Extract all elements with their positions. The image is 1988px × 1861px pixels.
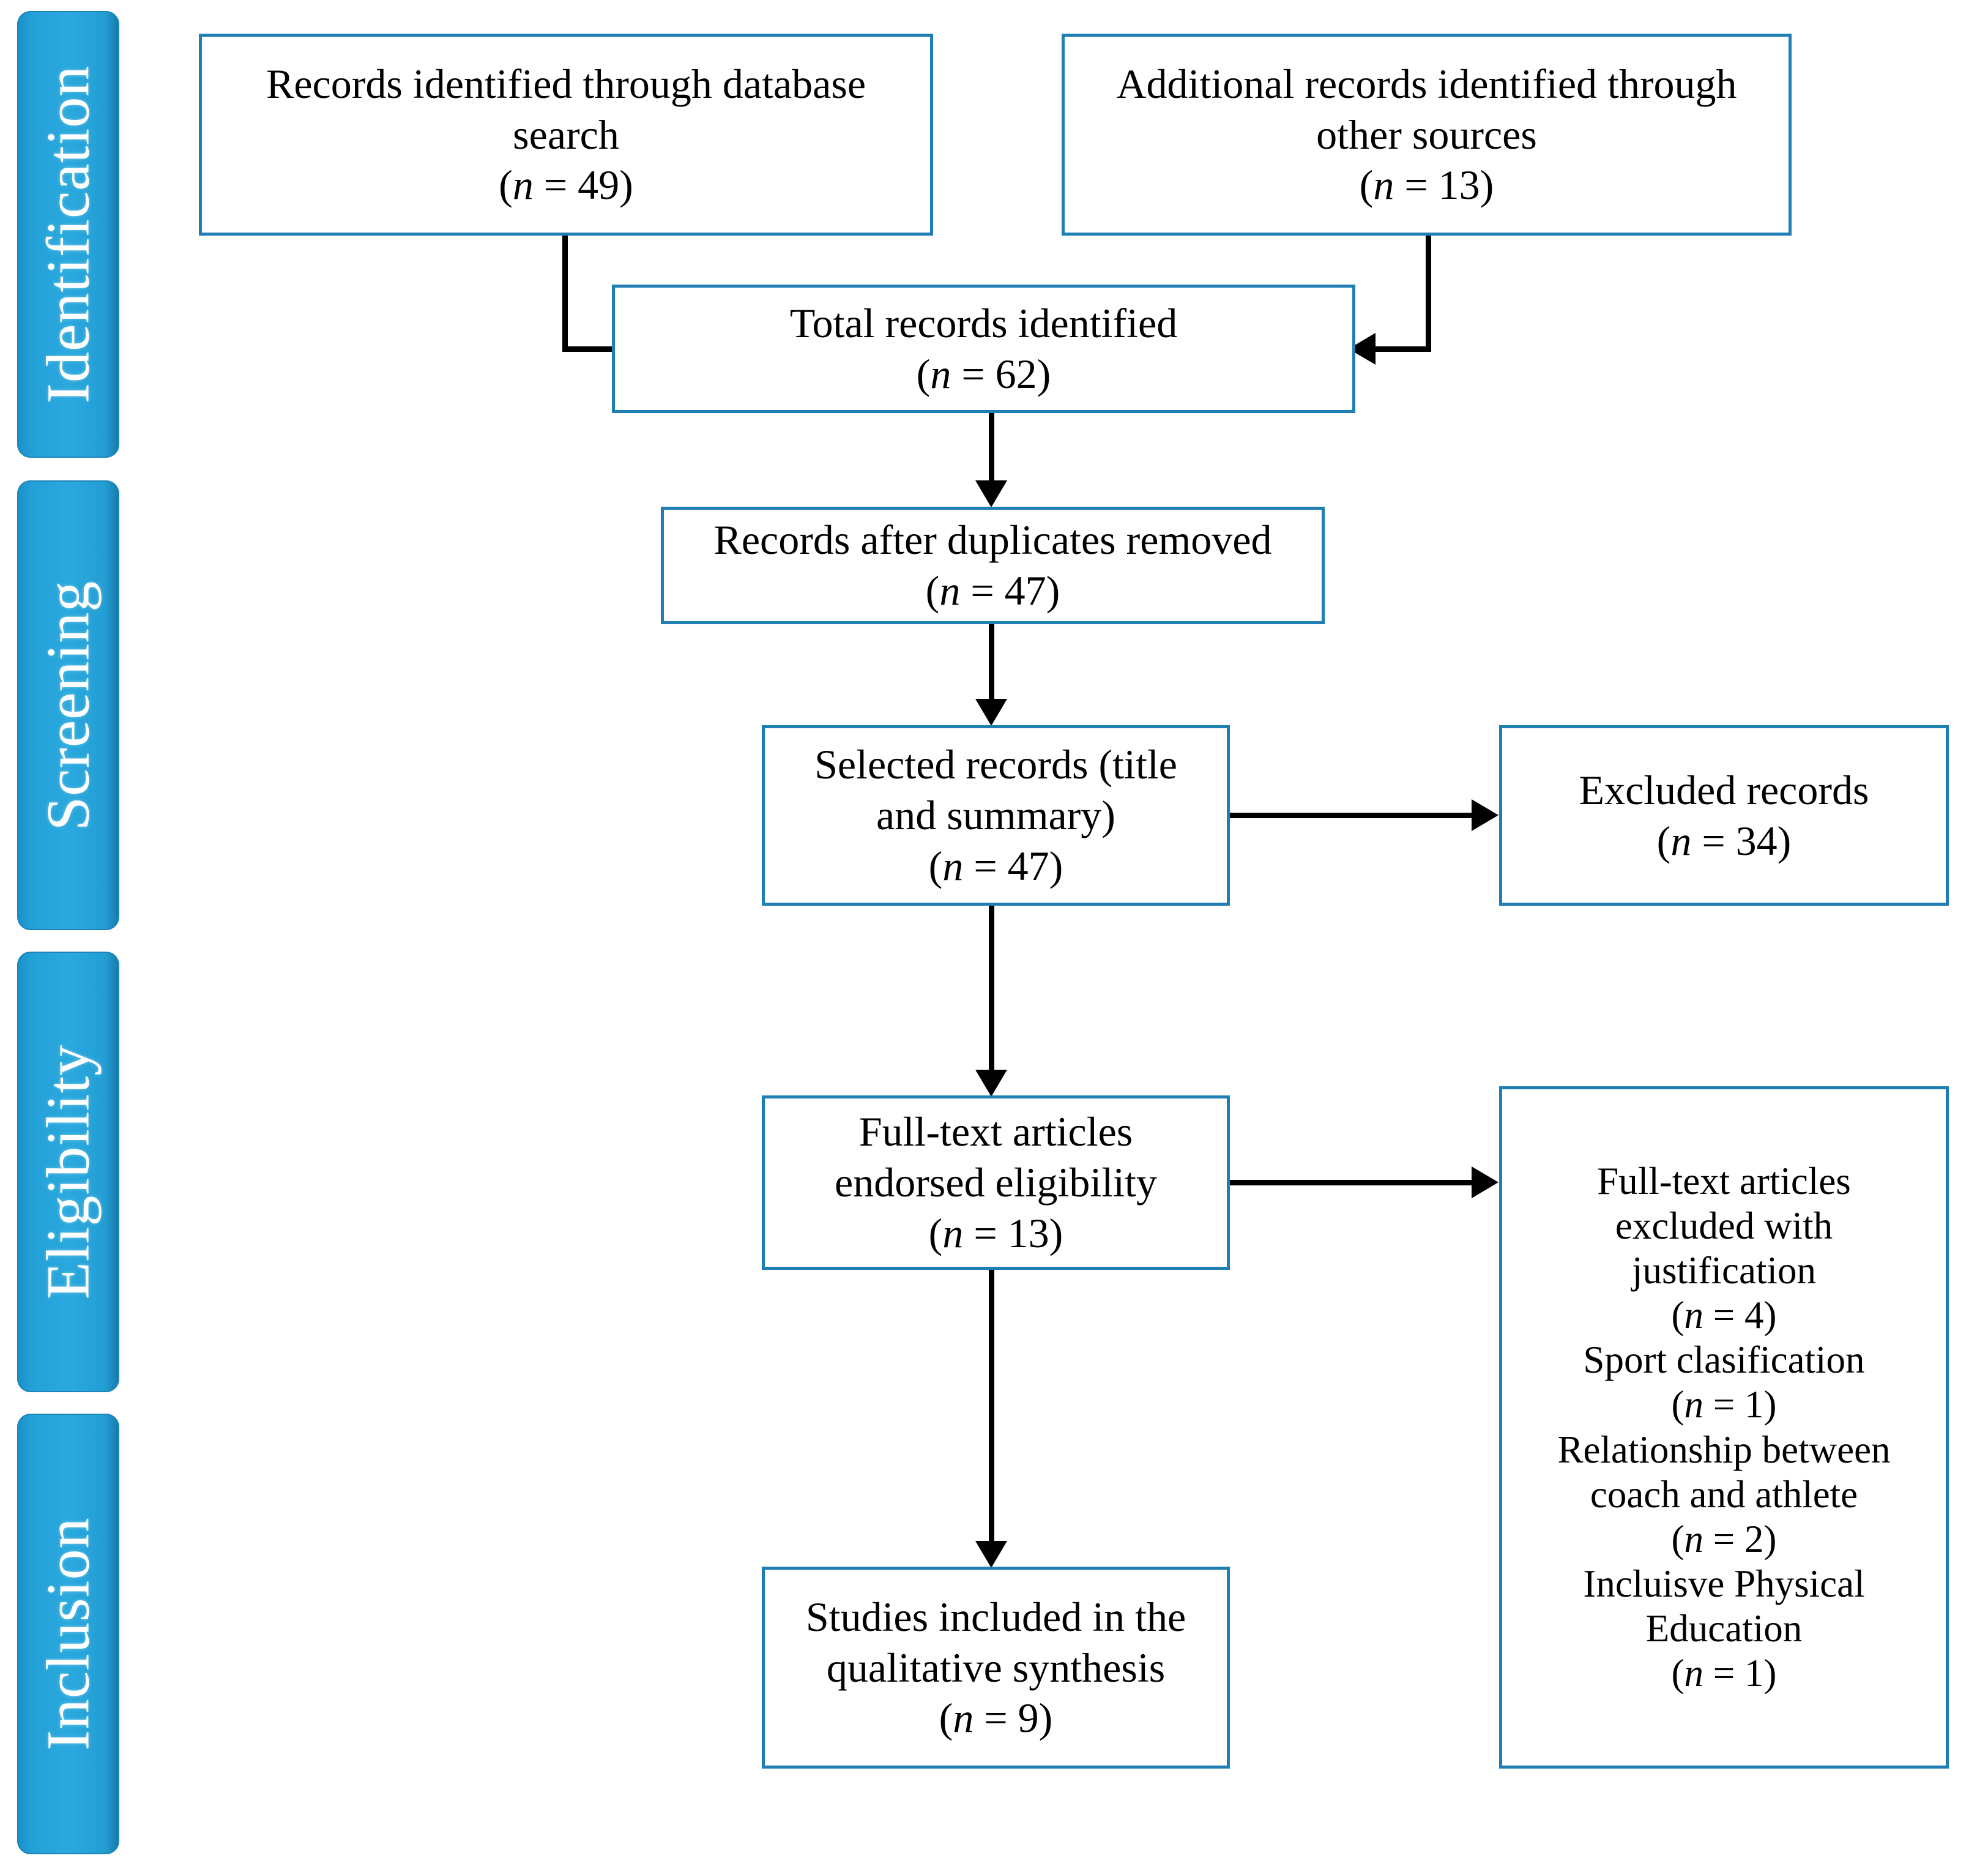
connector-fulltext-to-excluded <box>1230 1180 1475 1185</box>
arrowhead-into-fulltext <box>975 1070 1007 1097</box>
arrowhead-into-excluded <box>1472 799 1498 831</box>
stage-label-identification: Identification <box>34 65 102 404</box>
box-records-after-duplicates-removed: Records after duplicates removed(n = 47) <box>661 507 1325 624</box>
stage-bar-inclusion: Inclusion <box>17 1414 119 1854</box>
connector-fulltext-to-included <box>989 1270 994 1544</box>
stage-label-eligibility: Eligibility <box>34 1044 102 1300</box>
box-total-records-identified: Total records identified(n = 62) <box>612 285 1355 413</box>
box-text-total-records: Total records identified(n = 62) <box>789 300 1178 397</box>
connector-other-sources-horizontal <box>1376 346 1431 352</box>
connector-duplicates-to-selected <box>989 624 994 701</box>
arrowhead-into-included <box>975 1541 1007 1568</box>
stage-label-inclusion: Inclusion <box>34 1517 102 1751</box>
stage-bar-screening: Screening <box>17 480 119 930</box>
connector-db-search-horizontal <box>562 346 617 352</box>
stage-bar-identification: Identification <box>17 11 119 458</box>
stage-label-screening: Screening <box>34 580 102 830</box>
box-excluded-records: Excluded records(n = 34) <box>1499 725 1949 906</box>
connector-selected-to-excluded <box>1230 813 1475 818</box>
box-text-after-duplicates: Records after duplicates removed(n = 47) <box>713 517 1272 614</box>
box-text-excluded-records: Excluded records(n = 34) <box>1579 766 1869 864</box>
stage-bar-eligibility: Eligibility <box>17 952 119 1392</box>
arrowhead-into-fulltext-excluded <box>1472 1166 1498 1198</box>
connector-selected-to-fulltext <box>989 906 994 1071</box>
connector-other-sources-vertical <box>1426 236 1431 352</box>
arrowhead-into-selected <box>975 699 1007 726</box>
connector-db-search-vertical <box>562 236 568 352</box>
arrowhead-into-duplicates <box>975 480 1007 507</box>
connector-total-to-duplicates <box>989 413 994 484</box>
